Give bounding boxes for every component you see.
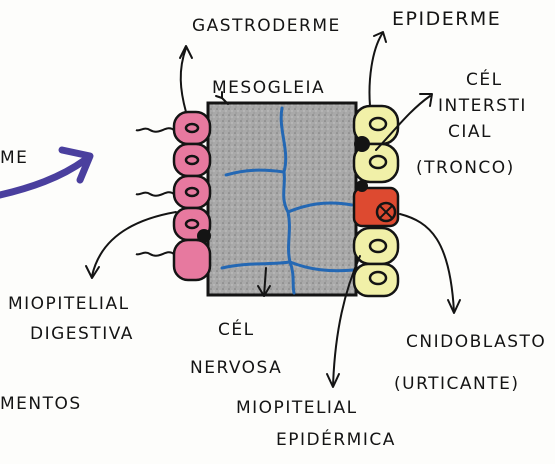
arrow-epiderme	[370, 34, 383, 106]
label-cel-nervosa-2: NERVOSA	[190, 360, 282, 377]
label-partial-left-bottom: MENTOS	[0, 396, 82, 413]
gastroderm-cell	[174, 240, 210, 280]
label-cel-intersticial-1: CÉL	[466, 72, 503, 89]
epiderm-cell	[354, 264, 398, 296]
interstitial-cell	[356, 180, 368, 192]
label-gastroderme: GASTRODERME	[192, 18, 341, 35]
label-cel-nervosa-1: CÉL	[218, 322, 255, 339]
label-miopitelial-epidermica-1: MIOPITELIAL	[236, 400, 358, 417]
label-cel-intersticial-4: (TRONCO)	[416, 160, 515, 177]
arrow-miopitelial-digestiva	[92, 212, 176, 276]
label-partial-left-top: ME	[0, 150, 28, 167]
label-cel-intersticial-2: INTERSTI	[438, 98, 527, 115]
epiderm-cell	[354, 228, 398, 264]
label-miopitelial-digestiva-2: DIGESTIVA	[30, 326, 134, 343]
gastroderm-cell	[174, 176, 210, 208]
flagellum	[136, 192, 174, 195]
interstitial-cell	[354, 136, 370, 152]
arrow-gastroderme	[181, 48, 186, 112]
cnidoblast-cell	[354, 188, 398, 226]
gastroderm-cells	[136, 112, 211, 280]
label-miopitelial-epidermica-2: EPIDÉRMICA	[276, 432, 396, 449]
label-epiderme: EPIDERME	[392, 10, 501, 29]
flagellum	[136, 128, 174, 131]
gastroderm-cell	[174, 112, 210, 144]
label-cnidoblasto-2: (URTICANTE)	[394, 376, 520, 393]
gastroderm-cell	[174, 144, 210, 176]
gastroderm-cell	[174, 208, 211, 243]
label-cel-intersticial-3: CIAL	[448, 124, 492, 141]
label-miopitelial-digestiva-1: MIOPITELIAL	[8, 296, 130, 313]
flagellum	[136, 252, 174, 255]
arrow-cnidoblasto	[400, 214, 454, 312]
label-mesogleia: MESOGLEIA	[212, 80, 325, 97]
label-cnidoblasto-1: CNIDOBLASTO	[406, 334, 546, 351]
